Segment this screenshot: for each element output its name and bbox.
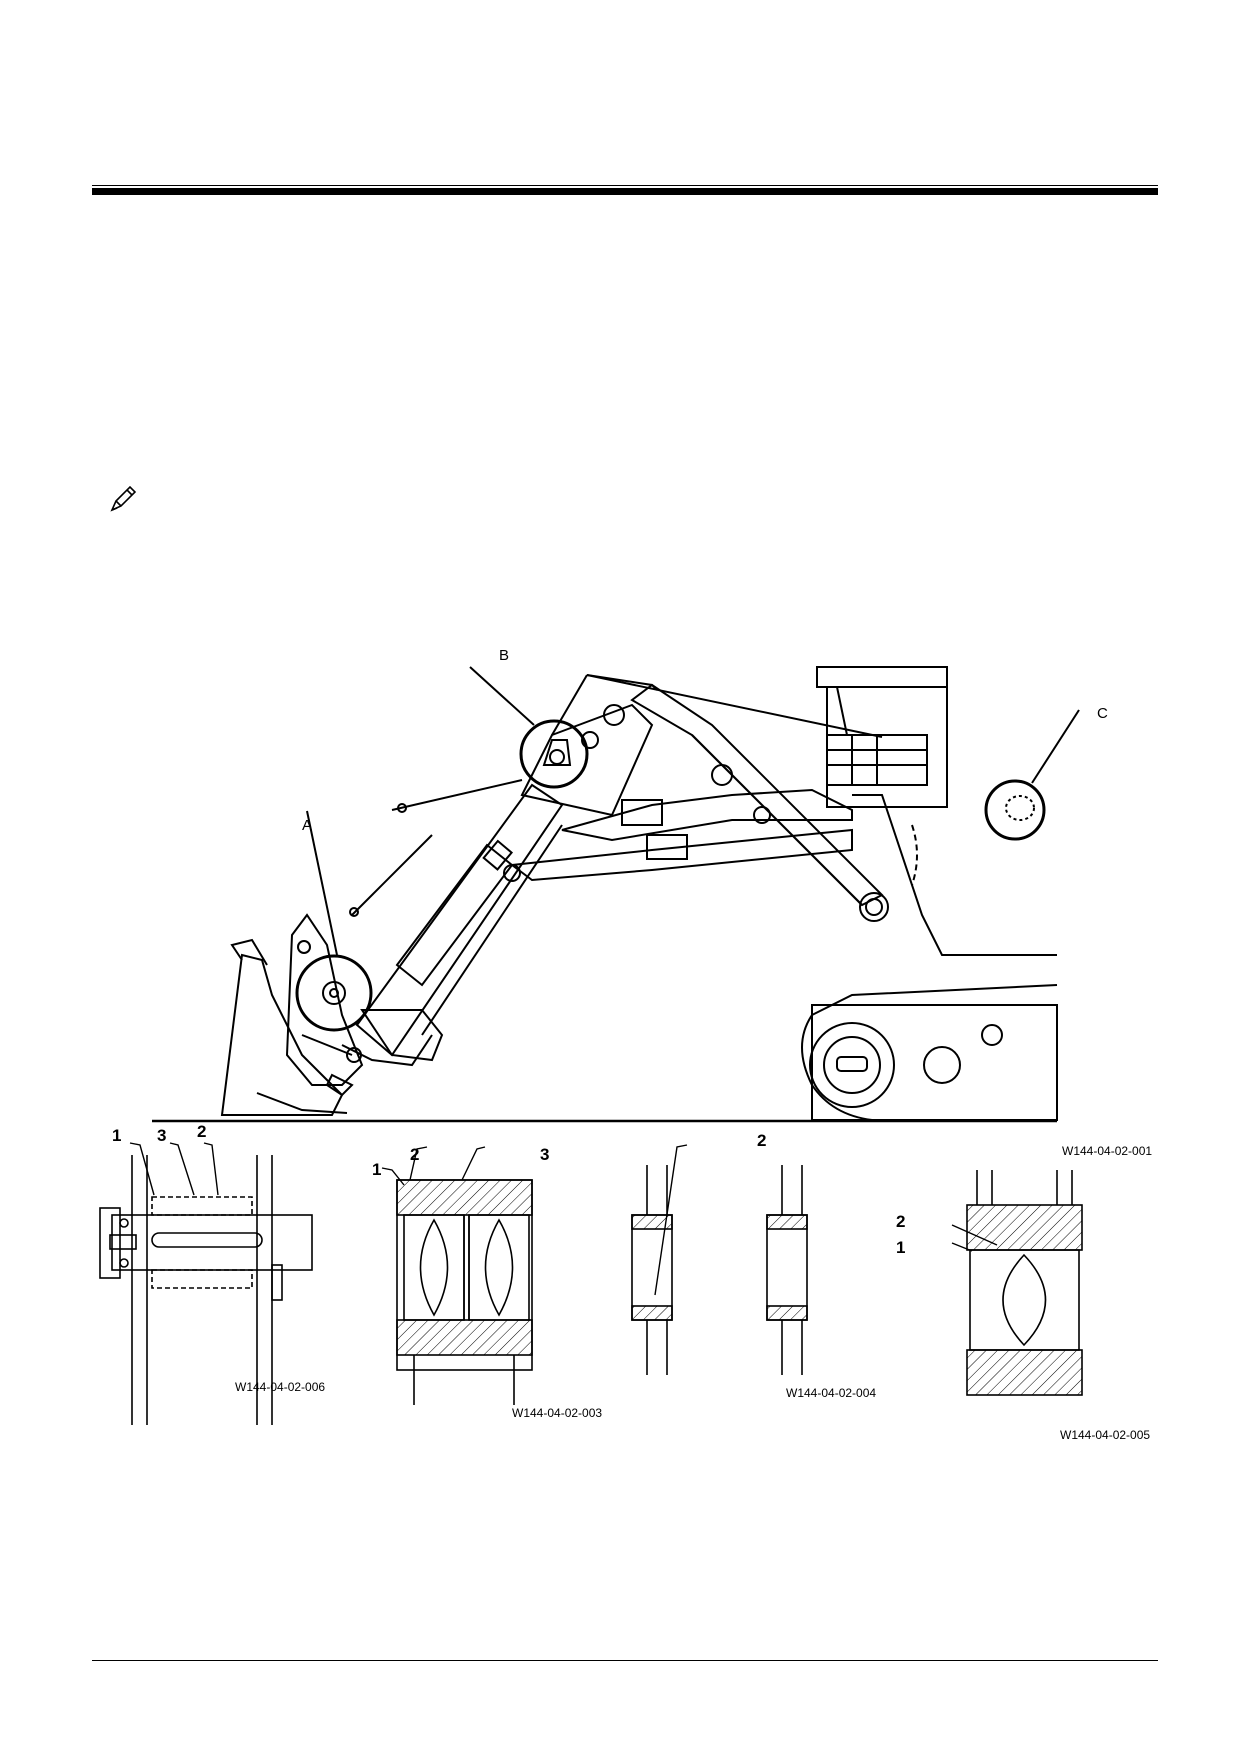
part-number-label: 2	[757, 1131, 767, 1150]
detail-c1-section	[631, 1165, 808, 1375]
part-number-label: 1	[372, 1160, 382, 1179]
part-number-label: 2	[896, 1212, 906, 1231]
callout-c: C	[1097, 705, 1108, 722]
callout-b: B	[499, 647, 510, 664]
figure-code-detail-b: W144-04-02-003	[512, 1406, 603, 1420]
part-number-label: 1	[112, 1126, 122, 1145]
header-rule-thick	[92, 188, 1158, 195]
figure-code-detail-c1: W144-04-02-004	[786, 1386, 877, 1400]
figure-code-main: W144-04-02-001	[1062, 1144, 1153, 1158]
detail-b-section	[396, 1179, 533, 1405]
callout-a: A	[302, 817, 313, 834]
detail-a-section	[99, 1155, 313, 1425]
part-number-label: 2	[197, 1122, 207, 1141]
footer-rule	[92, 1660, 1158, 1661]
part-number-label: 1	[896, 1238, 906, 1257]
loader-front-attachment-diagram	[99, 666, 1083, 1425]
part-number-label: 3	[540, 1145, 550, 1164]
part-number-label: 2	[410, 1145, 420, 1164]
figure-code-detail-c2: W144-04-02-005	[1060, 1428, 1151, 1442]
pencil-note-icon	[110, 485, 137, 512]
part-number-label: 3	[157, 1126, 167, 1145]
detail-c2-section	[966, 1170, 1083, 1396]
header-rule-thin	[92, 185, 1158, 186]
figure-code-detail-a: W144-04-02-006	[235, 1380, 326, 1394]
